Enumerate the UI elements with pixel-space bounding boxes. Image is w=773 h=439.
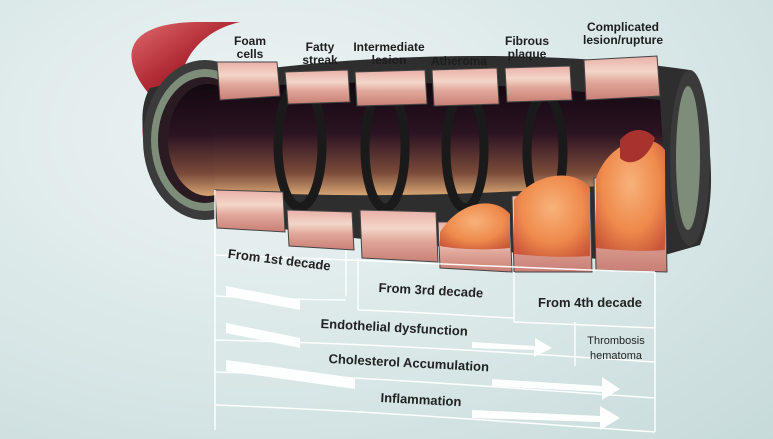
stage-label-fibrous-plaque: Fibrous plaque — [500, 35, 554, 61]
artery-end-inner — [676, 86, 700, 230]
stage-label-complicated-lesion: Complicated lesion/rupture — [576, 21, 670, 47]
stage-label-foam-cells: Foam cells — [225, 35, 275, 61]
arrow-endothelial-start — [226, 286, 300, 310]
stage-label-intermediate-lesion: Intermediate lesion — [349, 41, 429, 67]
arrow-cholesterol-start — [226, 323, 300, 348]
thrombosis-label: Thrombosis hematoma — [576, 334, 656, 364]
decade-label-fourth: From 4th decade — [538, 295, 642, 310]
stage-label-fatty-streak: Fatty streak — [292, 41, 348, 67]
stage-label-atheroma: Atheroma — [426, 55, 492, 68]
arrow-inflammation — [472, 406, 620, 430]
